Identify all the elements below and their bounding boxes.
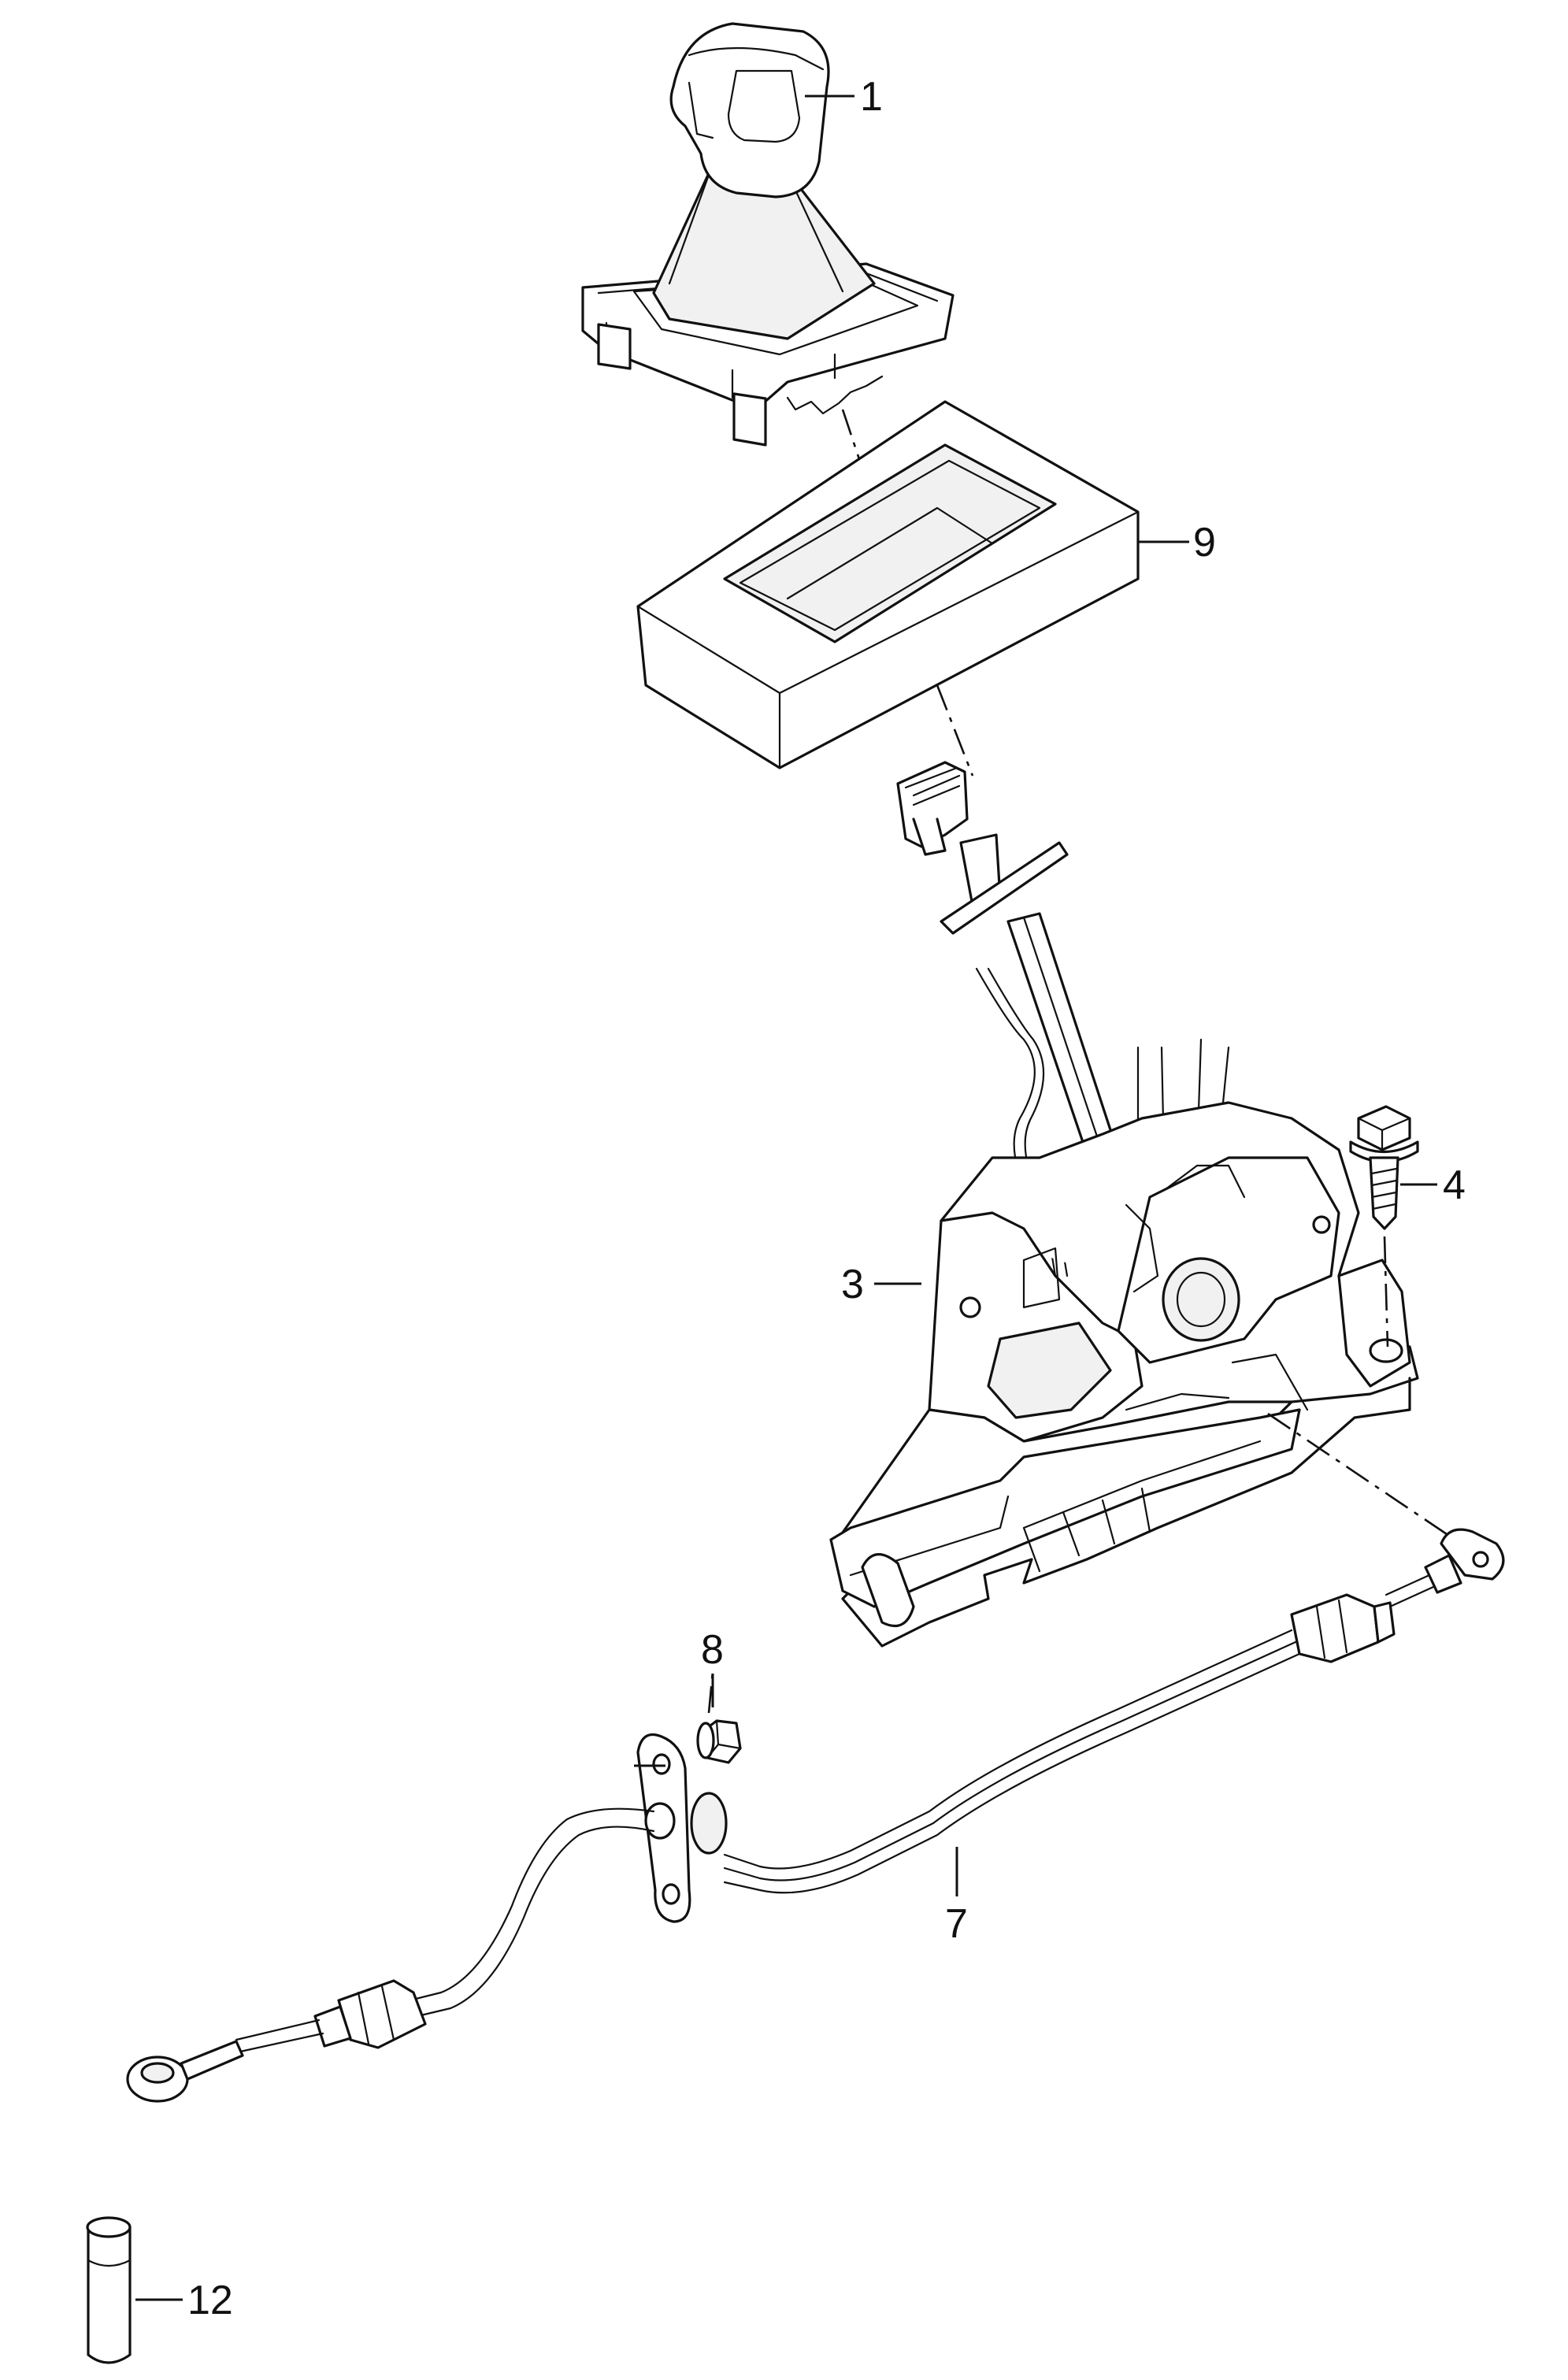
bolt-part[interactable]: [1349, 1105, 1419, 1230]
grease-tube-part[interactable]: [86, 2216, 132, 2364]
callout-label-12: 12: [187, 2278, 233, 2323]
callout-4: 4: [1400, 1162, 1466, 1208]
callout-9: 9: [1138, 520, 1216, 565]
trim-insert-part[interactable]: [636, 400, 1140, 769]
selector-cable-part[interactable]: [126, 1528, 1505, 2103]
callout-1: 1: [805, 74, 883, 120]
callout-7: 7: [945, 1847, 968, 1947]
callout-label-1: 1: [860, 74, 883, 120]
callout-label-9: 9: [1193, 520, 1216, 565]
callout-label-4: 4: [1443, 1162, 1466, 1208]
callout-label-8: 8: [701, 1627, 724, 1673]
gear-knob-assembly[interactable]: [581, 22, 955, 447]
callout-3: 3: [841, 1262, 921, 1307]
shifter-mechanism-part[interactable]: [829, 761, 1419, 1648]
callout-8: 8: [701, 1627, 724, 1707]
nut-part[interactable]: [696, 1719, 742, 1764]
callout-label-3: 3: [841, 1262, 864, 1307]
callout-12: 12: [135, 2278, 233, 2323]
callout-label-7: 7: [945, 1901, 968, 1947]
